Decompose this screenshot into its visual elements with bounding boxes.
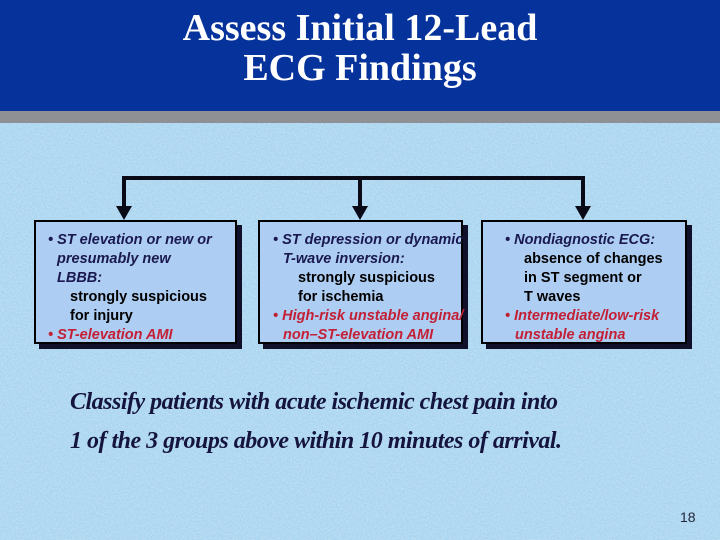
box-line: presumably new [57, 251, 171, 267]
box-line: for injury [70, 308, 133, 324]
box-line: non–ST-elevation AMI [283, 327, 434, 343]
slide-title: Assess Initial 12-Lead ECG Findings [0, 8, 720, 88]
page-number: 18 [680, 509, 696, 525]
box-line: in ST segment or [524, 270, 642, 286]
box-line: LBBB: [57, 270, 103, 286]
box-line: T-wave inversion: [283, 251, 405, 267]
ecg-finding-box-nondiagnostic: • Nondiagnostic ECG: absence of changes … [481, 220, 687, 344]
slide-title-line: Assess Initial 12-Lead [182, 7, 538, 49]
box-line: • Nondiagnostic ECG: [505, 232, 656, 248]
classify-instruction: Classify patients with acute ischemic ch… [70, 383, 710, 461]
box-line: • High-risk unstable angina/ [273, 308, 464, 324]
box-line: T waves [524, 289, 581, 305]
box-line: strongly suspicious [298, 270, 435, 286]
box-line: for ischemia [298, 289, 384, 305]
classify-instruction-line: Classify patients with acute ischemic ch… [70, 389, 558, 415]
slide-title-line: ECG Findings [243, 47, 477, 89]
box-line: absence of changes [524, 251, 663, 267]
divider-bar [0, 111, 720, 123]
box-line: unstable angina [515, 327, 626, 343]
box-line: strongly suspicious [70, 289, 207, 305]
box-line: • ST-elevation AMI [48, 327, 173, 343]
ecg-finding-box-st-elevation: • ST elevation or new or presumably new … [34, 220, 237, 344]
classify-instruction-line: 1 of the 3 groups above within 10 minute… [70, 428, 562, 454]
ecg-finding-box-st-depression: • ST depression or dynamic T-wave invers… [258, 220, 463, 344]
title-band: Assess Initial 12-Lead ECG Findings [0, 0, 720, 111]
box-line: • ST depression or dynamic [273, 232, 464, 248]
box-line: • Intermediate/low-risk [505, 308, 660, 324]
box-line: • ST elevation or new or [48, 232, 212, 248]
